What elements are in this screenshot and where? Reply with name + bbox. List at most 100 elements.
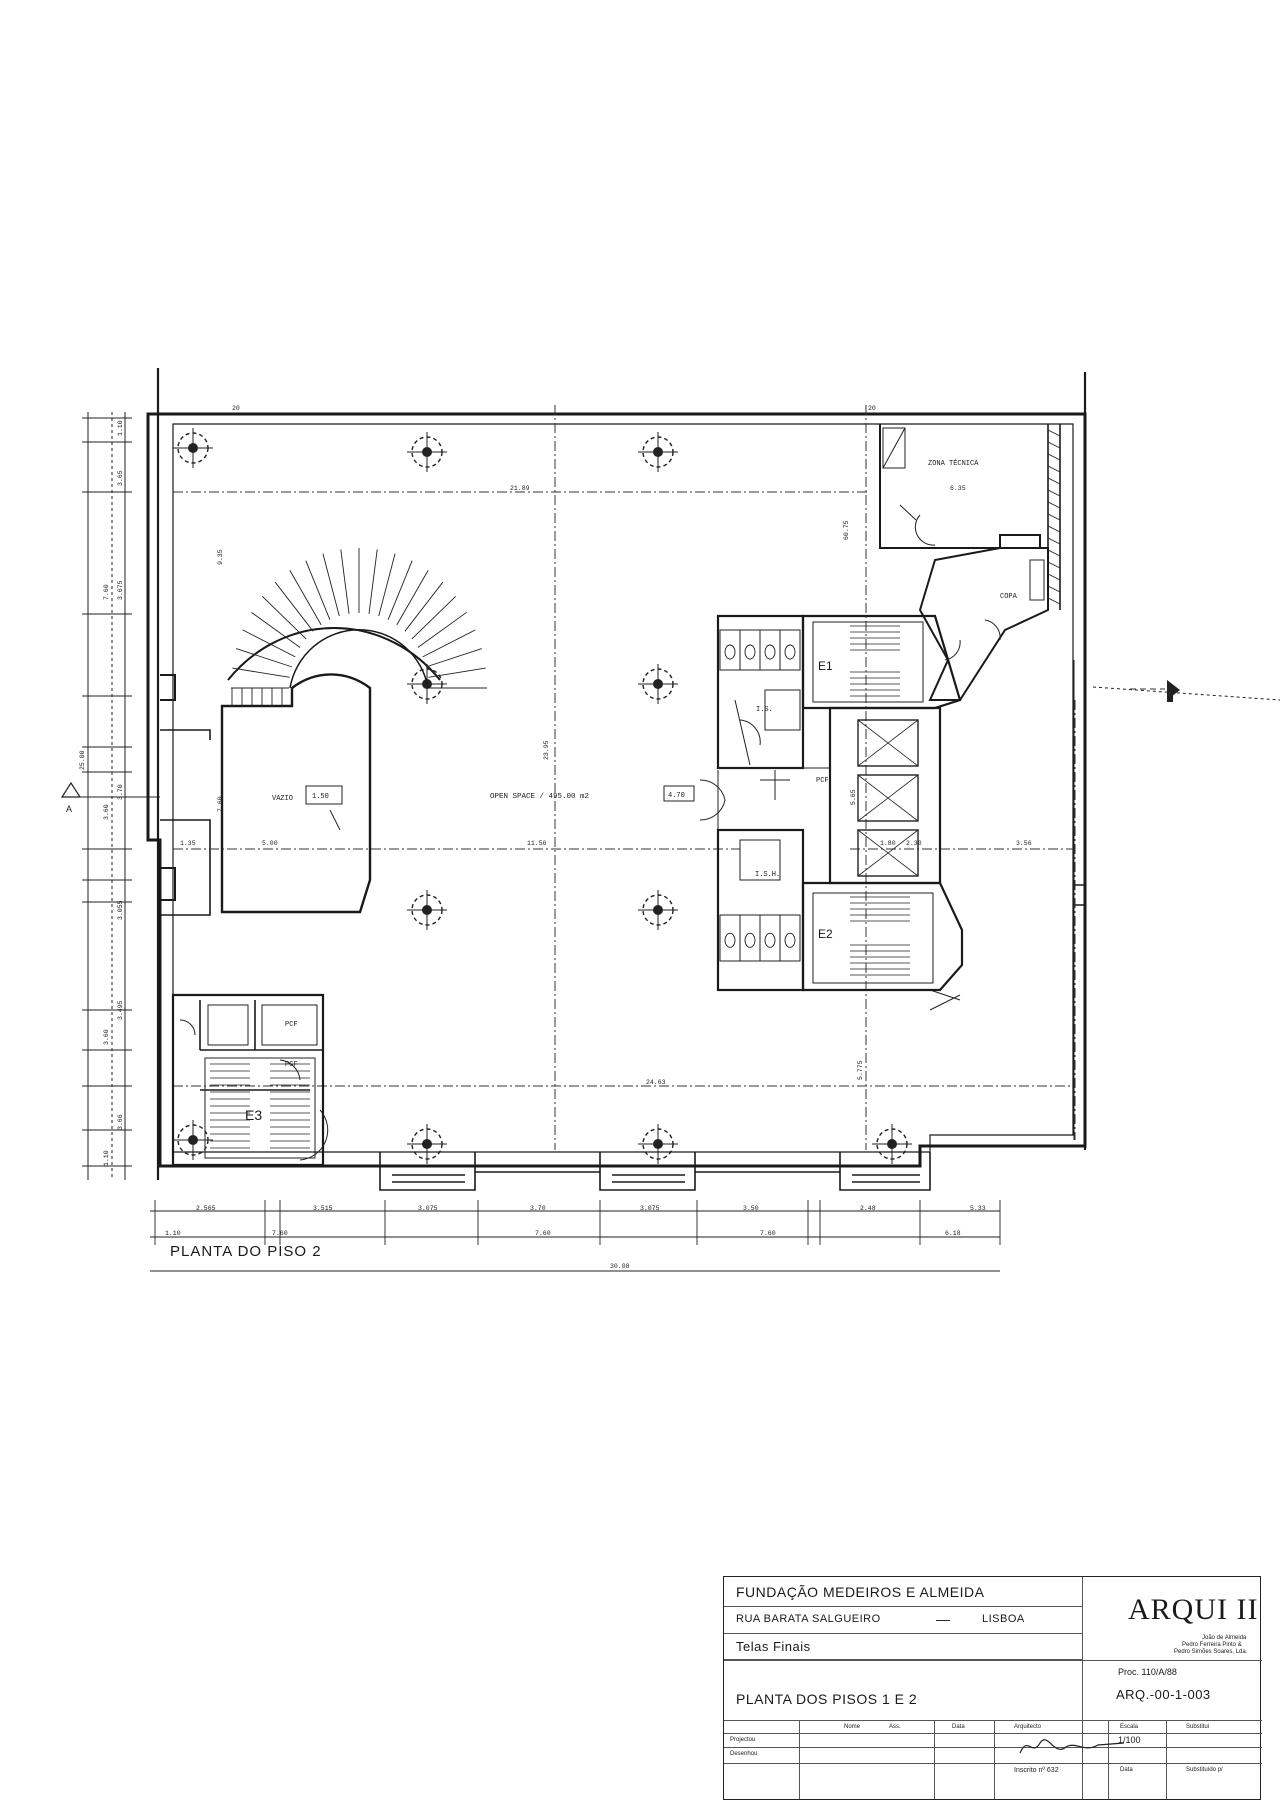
label-open-space: OPEN SPACE / 495.00 m2: [490, 793, 589, 801]
stair-tread: [322, 553, 340, 617]
svg-text:7.60: 7.60: [272, 1230, 288, 1237]
label-pcf-1: PCF: [285, 1021, 298, 1029]
firm-logo: ARQUI II: [1128, 1593, 1259, 1626]
column: [638, 432, 678, 472]
label-ish-lower: I.S.H.: [755, 871, 780, 879]
stair-tread: [232, 667, 290, 678]
header-nome: Nome: [844, 1724, 861, 1730]
firm-line-2: Pedro Ferreira Pinto &: [1182, 1642, 1242, 1648]
svg-text:5.775: 5.775: [857, 1060, 864, 1080]
street-separator: —: [936, 1611, 951, 1627]
stair-tread: [305, 560, 331, 620]
svg-text:3.65: 3.65: [117, 470, 124, 486]
header-escala: Escala: [1120, 1724, 1139, 1730]
svg-text:6.18: 6.18: [945, 1230, 961, 1237]
stair-tread: [242, 629, 296, 658]
city-name: LISBOA: [982, 1613, 1025, 1625]
stair-tread: [378, 553, 396, 617]
label-stair-e3: E3: [245, 1107, 262, 1123]
client-name: FUNDAÇÃO MEDEIROS E ALMEIDA: [736, 1584, 985, 1600]
svg-text:20: 20: [868, 405, 876, 412]
duct-hatch: [1047, 441, 1061, 449]
label-zona-tecnica: ZONA TÉCNICA: [928, 459, 979, 468]
column: [638, 890, 678, 930]
sheet-label: PLANTA DO PISO 2: [170, 1243, 322, 1260]
svg-text:7.60: 7.60: [103, 584, 110, 600]
wc-cubicle: [739, 914, 761, 962]
svg-text:60.75: 60.75: [843, 520, 850, 540]
svg-text:1.10: 1.10: [103, 1150, 110, 1166]
duct-hatch: [1047, 597, 1061, 605]
svg-text:24.63: 24.63: [646, 1079, 666, 1086]
header-data: Data: [952, 1724, 965, 1730]
window-bays: [379, 1152, 931, 1191]
label-pcf-2: PCF: [285, 1061, 298, 1069]
firm-line-3: Pedro Simões Soares, Lda.: [1174, 1649, 1248, 1655]
svg-text:21.89: 21.89: [510, 485, 530, 492]
substituido-label: Substituído p/: [1186, 1767, 1223, 1773]
svg-text:2.30: 2.30: [906, 840, 922, 847]
duct-hatch: [1047, 525, 1061, 533]
svg-text:1.10: 1.10: [117, 420, 124, 436]
bottom-dimension-chain: 2.565 3.515 3.075 3.70 3.075 3.50 2.48 5…: [150, 1200, 1001, 1272]
spiral-stair: [227, 548, 487, 706]
svg-text:3.66: 3.66: [117, 1114, 124, 1130]
grid-lines: [173, 405, 1280, 1150]
svg-text:3.60: 3.60: [103, 1029, 110, 1045]
header-arquitecto: Arquitecto: [1014, 1724, 1042, 1730]
stair-tread: [261, 595, 307, 640]
svg-text:2.565: 2.565: [196, 1205, 216, 1212]
svg-text:3.075: 3.075: [640, 1205, 660, 1212]
duct-hatch: [1047, 429, 1061, 437]
phase-label: Telas Finais: [736, 1639, 811, 1654]
duct-hatch: [1047, 501, 1061, 509]
wc-cubicle: [779, 629, 801, 671]
duct-hatch: [1047, 477, 1061, 485]
svg-text:30.08: 30.08: [610, 1263, 630, 1270]
svg-text:3.495: 3.495: [117, 1000, 124, 1020]
stair-tread: [289, 570, 322, 626]
svg-text:7.60: 7.60: [760, 1230, 776, 1237]
svg-text:7.60: 7.60: [217, 796, 224, 812]
stair-tread: [417, 611, 467, 648]
stair-tread: [426, 648, 482, 668]
stair-tread: [422, 629, 476, 658]
stair-e3-block: [171, 993, 329, 1167]
structural-columns: [173, 428, 912, 1164]
stair-tread: [251, 611, 301, 648]
duct-hatch: [1047, 489, 1061, 497]
wc-cubicle: [759, 629, 781, 671]
duct-hatch: [1047, 573, 1061, 581]
stair-tread: [368, 549, 378, 614]
left-dimension-chain: 25.00 1.10 3.65 7.60 3.675 3.70 3.60 3.0…: [60, 412, 160, 1180]
duct-hatch: [1047, 465, 1061, 473]
svg-text:25.00: 25.00: [79, 750, 86, 770]
column: [872, 1124, 912, 1164]
data-label: Data: [1120, 1767, 1133, 1773]
process-number: Proc. 110/A/88: [1118, 1667, 1177, 1677]
stair-tread: [340, 549, 350, 614]
svg-text:7.60: 7.60: [535, 1230, 551, 1237]
label-level-470: 4.70: [668, 792, 685, 800]
svg-text:2.48: 2.48: [860, 1205, 876, 1212]
section-letter: A: [66, 804, 72, 814]
svg-text:3.515: 3.515: [313, 1205, 333, 1212]
column: [407, 432, 447, 472]
column: [173, 1120, 213, 1160]
svg-text:23.95: 23.95: [543, 740, 550, 760]
header-ass: Ass.: [889, 1724, 901, 1730]
wc-cubicle: [719, 914, 741, 962]
scale-value: 1/100: [1118, 1735, 1141, 1745]
svg-text:3.70: 3.70: [117, 784, 124, 800]
column: [407, 1124, 447, 1164]
lift-shaft: [857, 719, 919, 767]
stair-tread: [236, 648, 292, 668]
column: [638, 1124, 678, 1164]
interior-dimensions: 20 20 21.89 6.35 60.75 9.35 23.95 7.60 1…: [180, 405, 1032, 1086]
label-vazio: VAZIO: [272, 795, 293, 803]
duct-hatch: [1047, 453, 1061, 461]
architect-signature: [1019, 1739, 1125, 1754]
svg-text:6.35: 6.35: [950, 485, 966, 492]
svg-text:3.675: 3.675: [117, 580, 124, 600]
section-marker-left: [60, 781, 82, 798]
